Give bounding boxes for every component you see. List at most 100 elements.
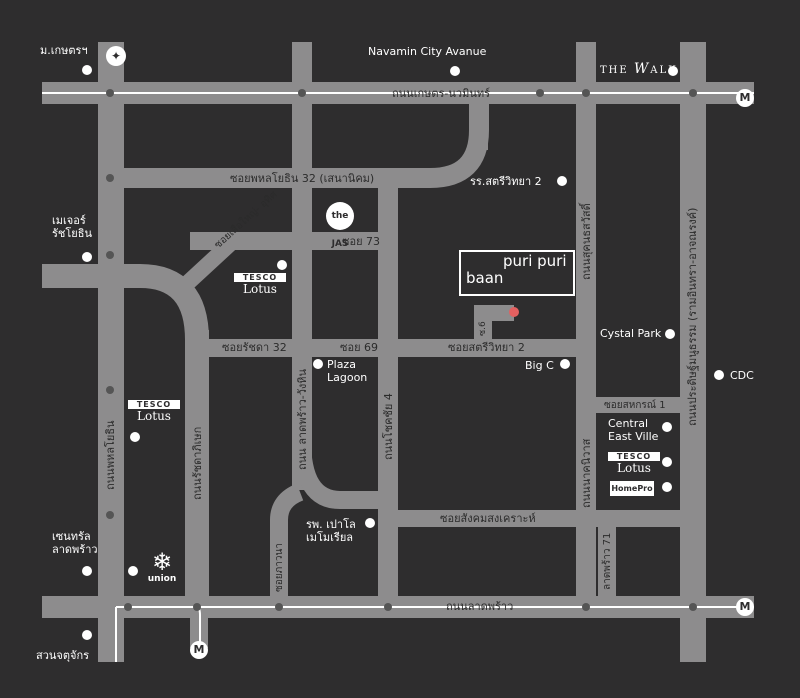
road-ladprao71 <box>598 527 616 607</box>
destination-box <box>459 250 575 296</box>
metro-icon: M <box>736 89 754 107</box>
place-marker <box>82 252 92 262</box>
road-label-yothin-pattana: ซอยภาวนา <box>274 543 285 592</box>
road-soi6 <box>474 318 492 348</box>
junction <box>582 603 590 611</box>
place-marker <box>560 359 570 369</box>
road-label-soi-ratchada32: ซอยรัชดา 32 <box>222 341 287 354</box>
junction <box>536 89 544 97</box>
place-marker <box>277 260 287 270</box>
road-label-sukonthasawat: ถนนสุคนธสวัสดิ์ <box>580 203 593 280</box>
place-marker <box>450 66 460 76</box>
road-label-soi73: ซอย 73 <box>342 235 381 248</box>
road-ladprao-wanghin <box>292 240 312 490</box>
place-marker <box>365 518 375 528</box>
road-label-soi-phaholyothin32: ซอยพหลโยธิน 32 (เสนานิคม) <box>230 172 375 185</box>
junction <box>275 603 283 611</box>
road-label-soi6: ซ.6 <box>478 321 488 336</box>
junction <box>582 89 590 97</box>
junction <box>106 511 114 519</box>
place-label-central-ladprao: เซนทรัล ลาดพร้าว <box>52 530 98 556</box>
place-marker <box>82 566 92 576</box>
junction <box>106 89 114 97</box>
place-marker <box>662 482 672 492</box>
place-label-central-east-ville: Central East Ville <box>608 417 659 443</box>
junction <box>106 174 114 182</box>
road-wanghin-curve <box>293 439 388 509</box>
place-label-kaset-university: ม.เกษตรฯ <box>40 44 88 57</box>
place-marker <box>668 66 678 76</box>
place-marker <box>662 422 672 432</box>
place-label-chatuchak: สวนจตุจักร <box>36 649 90 662</box>
junction <box>384 603 392 611</box>
place-marker <box>662 457 672 467</box>
road-label-ladprao: ถนนลาดพร้าว <box>446 600 514 613</box>
the-walk-logo: THE WALK <box>600 61 678 77</box>
road-label-soi-sahakorn1: ซอยสหกรณ์ 1 <box>604 400 666 411</box>
destination-name-part2: puri puri <box>503 252 567 270</box>
junction <box>689 89 697 97</box>
place-label-satriwittaya2: รร.สตรีวิทยา 2 <box>470 175 542 188</box>
road-label-ladprao-wanghin: ถนน ลาดพร้าว-วังหิน <box>296 368 309 470</box>
road-yothin-pattana <box>270 520 288 600</box>
union-mall-logo: ❄union <box>140 550 184 584</box>
junction <box>689 603 697 611</box>
road-label-soi-satriwittaya2: ซอยสตรีวิทยา 2 <box>448 341 525 354</box>
road-yothin-curve <box>270 483 304 521</box>
road-soi-seuayai <box>174 236 238 296</box>
snowflake-icon: ❄ <box>151 548 173 576</box>
junction <box>124 603 132 611</box>
destination-pin <box>509 307 519 317</box>
place-marker <box>82 65 92 75</box>
road-label-soi-sangkhom: ซอยสังคมสงเคราะห์ <box>440 512 536 525</box>
monument-icon: ✦ <box>106 46 126 66</box>
destination-name-part1: baan <box>466 269 504 287</box>
road-ratchada <box>185 330 209 610</box>
metro-icon: M <box>736 598 754 616</box>
road-soi-sangkhom <box>385 510 680 527</box>
place-label-big-c: Big C <box>525 359 554 372</box>
road-praditmanutham <box>680 42 706 662</box>
place-marker <box>665 329 675 339</box>
road-label-ladprao71: ลาดพร้าว 71 <box>602 532 613 590</box>
road-soi6-top <box>474 305 514 321</box>
place-marker <box>128 566 138 576</box>
junction <box>106 251 114 259</box>
road-label-ratchada: ถนนรัชดาภิเษก <box>191 426 204 500</box>
place-marker <box>82 630 92 640</box>
junction <box>193 603 201 611</box>
road-sukonthasawat <box>576 42 596 412</box>
place-label-cdc: CDC <box>730 369 754 382</box>
junction <box>298 89 306 97</box>
road-jas-street <box>292 42 312 262</box>
road-label-praditmanutham: ถนนประดิษฐ์มนูธรรม (รามอินทรา-อาจณรงค์) <box>686 207 699 426</box>
metro-icon: M <box>190 641 208 659</box>
road-label-nakniwat: ถนนนาคนิวาส <box>580 438 593 508</box>
road-label-phaholyothin: ถนนพหลโยธิน <box>104 420 117 490</box>
junction <box>106 386 114 394</box>
place-label-paolo-hospital: รพ. เปาโล เมโมเรียล <box>306 518 356 544</box>
road-label-soi69: ซอย 69 <box>340 341 379 354</box>
road-soi-phaholyothin32 <box>98 168 398 188</box>
place-marker <box>557 176 567 186</box>
road-label-kaset-nawamin: ถนนเกษตร-นวมินทร์ <box>392 87 491 100</box>
place-marker <box>313 359 323 369</box>
homepro-logo: HomePro <box>610 481 654 496</box>
road-soi-sahakorn1 <box>590 397 680 413</box>
place-marker <box>130 432 140 442</box>
place-label-crystal-park: Cystal Park <box>600 327 662 340</box>
road-kaset-curve <box>388 100 489 188</box>
road-label-chokchai4: ถนนโชคชัย 4 <box>382 393 395 460</box>
place-label-plaza-lagoon: Plaza Lagoon <box>327 358 368 384</box>
road-soi73 <box>190 232 390 250</box>
place-label-major-ratchayothin: เมเจอร์ รัชโยธิน <box>52 214 92 240</box>
place-label-navamin-city: Navamin City Avanue <box>368 45 487 58</box>
road-phaholyothin <box>98 42 124 662</box>
place-marker <box>714 370 724 380</box>
jas-logo: the JAS <box>326 202 354 249</box>
